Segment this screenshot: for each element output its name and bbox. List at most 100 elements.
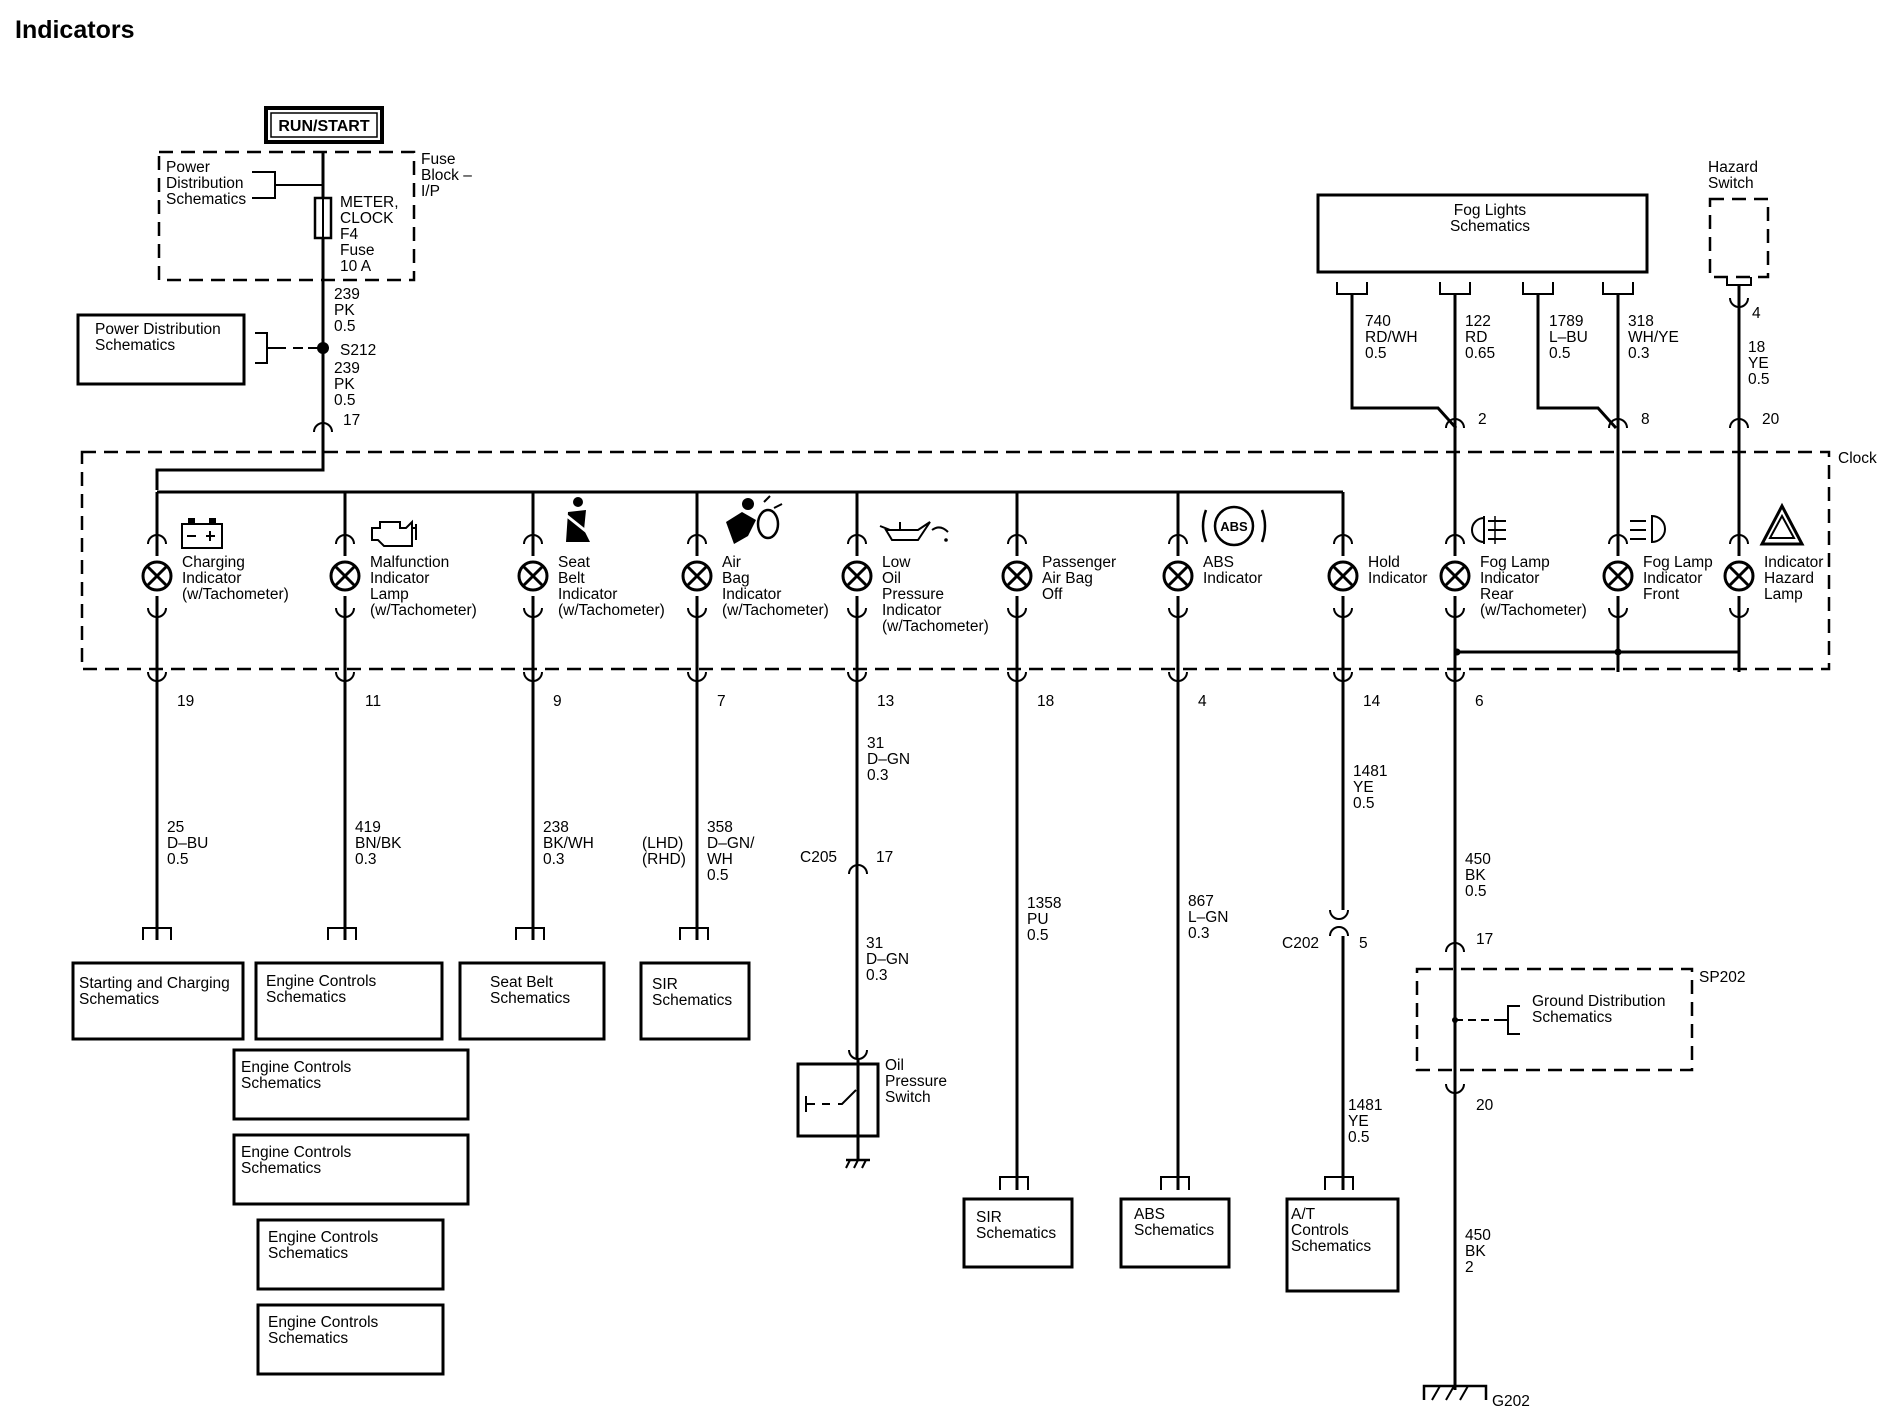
indicator-lamp — [681, 492, 713, 672]
svg-text:318: 318 — [1628, 313, 1654, 330]
svg-text:450: 450 — [1465, 851, 1491, 868]
abs-icon: ABS — [1201, 505, 1267, 547]
svg-text:Power: Power — [166, 159, 210, 176]
svg-text:Schematics: Schematics — [1134, 1222, 1214, 1239]
svg-text:Schematics: Schematics — [976, 1225, 1056, 1242]
ground-wire-lower: 450 BK 2 — [1465, 1227, 1491, 1276]
svg-text:PK: PK — [334, 302, 355, 319]
svg-text:0.5: 0.5 — [1549, 345, 1571, 362]
engine-controls-schematics-box-3: Engine Controls Schematics — [232, 1133, 470, 1206]
wire-label: D–GN — [867, 751, 910, 768]
indicator-label: Bag — [722, 570, 750, 587]
starting-charging-schematics-box: Starting and Charging Schematics — [71, 927, 245, 1041]
indicator-lamp — [1723, 428, 1755, 672]
wire-label: 1358 — [1027, 895, 1061, 912]
indicator-lamp — [841, 492, 873, 672]
svg-text:Schematics: Schematics — [166, 191, 246, 208]
wire-side-label: (LHD) — [642, 835, 683, 852]
svg-text:1481: 1481 — [1348, 1097, 1382, 1114]
wire-side-label: (RHD) — [642, 851, 686, 868]
indicator-label: Lamp — [370, 586, 409, 603]
top-pin: 2 — [1478, 411, 1487, 428]
svg-text:BK: BK — [1465, 1243, 1486, 1260]
rear-fog-icon — [1471, 516, 1506, 544]
wire-label: 358 — [707, 819, 733, 836]
indicator-label: Belt — [558, 570, 585, 587]
clock-label: Clock — [1838, 450, 1877, 467]
hazard-switch-label: Hazard Switch — [1708, 159, 1758, 192]
indicator-label: (w/Tachometer) — [722, 602, 829, 619]
page-title: Indicators — [15, 16, 134, 44]
indicator-label: Indicator — [1643, 570, 1702, 587]
c205-wire-lower: 31 D–GN 0.3 — [866, 935, 909, 984]
svg-text:Schematics: Schematics — [95, 337, 175, 354]
svg-text:Block –: Block – — [421, 167, 472, 184]
indicator-label: Hazard — [1764, 570, 1814, 587]
wire-label: 0.5 — [1027, 927, 1049, 944]
fog-wire-1789: 1789 L–BU 0.5 — [1549, 313, 1588, 362]
svg-text:Schematics: Schematics — [1450, 218, 1530, 235]
svg-text:Fuse: Fuse — [340, 242, 374, 259]
wire-label: D–GN/ — [707, 835, 755, 852]
svg-text:0.5: 0.5 — [1365, 345, 1387, 362]
indicator-label: Indicator — [182, 570, 241, 587]
svg-text:0.5: 0.5 — [334, 392, 356, 409]
indicator-channel: LowOilPressureIndicator(w/Tachometer)133… — [841, 492, 989, 1058]
svg-text:1789: 1789 — [1549, 313, 1583, 330]
svg-text:0.3: 0.3 — [866, 967, 888, 984]
svg-text:BK: BK — [1465, 867, 1486, 884]
clock-pin: 18 — [1037, 693, 1054, 710]
indicator-label: Seat — [558, 554, 591, 571]
clock-pin: 14 — [1363, 693, 1381, 710]
svg-text:Engine Controls: Engine Controls — [268, 1314, 379, 1331]
svg-text:Hazard: Hazard — [1708, 159, 1758, 176]
svg-text:Engine Controls: Engine Controls — [266, 973, 377, 990]
svg-text:METER,: METER, — [340, 194, 399, 211]
run-start-label: RUN/START — [278, 118, 369, 135]
indicator-channel: MalfunctionIndicatorLamp(w/Tachometer)11… — [329, 492, 477, 940]
svg-text:PK: PK — [334, 376, 355, 393]
indicator-label: Indicator — [1480, 570, 1539, 587]
svg-text:Starting and Charging: Starting and Charging — [79, 975, 230, 992]
svg-text:450: 450 — [1465, 1227, 1491, 1244]
sir-schematics-box: SIR Schematics — [639, 927, 751, 1041]
svg-text:RD: RD — [1465, 329, 1487, 346]
svg-text:D–GN: D–GN — [866, 951, 909, 968]
c202-wire-lower: 1481 YE 0.5 — [1348, 1097, 1382, 1146]
clock-top-pin: 17 — [343, 412, 360, 429]
svg-text:Engine Controls: Engine Controls — [268, 1229, 379, 1246]
hazard-switch-box — [1708, 197, 1770, 279]
svg-text:CLOCK: CLOCK — [340, 210, 394, 227]
svg-text:31: 31 — [866, 935, 883, 952]
clock-outline — [80, 450, 1831, 671]
indicator-label: Indicator — [1764, 554, 1823, 571]
c205-pin: 17 — [876, 849, 893, 866]
ground-wire-upper: 450 BK 0.5 — [1465, 851, 1491, 900]
fog-wire-740: 740 RD/WH 0.5 — [1365, 313, 1418, 362]
wire-label: 25 — [167, 819, 184, 836]
svg-text:239: 239 — [334, 360, 360, 377]
wire-label: 0.5 — [707, 867, 729, 884]
power-distribution-label: Power Distribution — [95, 321, 221, 338]
wire-label: PU — [1027, 911, 1049, 928]
svg-text:10 A: 10 A — [340, 258, 372, 275]
engine-controls-schematics-box-5: Engine Controls Schematics — [256, 1303, 445, 1376]
wire-label: 0.3 — [867, 767, 889, 784]
engine-controls-schematics-box-2: Engine Controls Schematics — [232, 1048, 470, 1121]
clock-pin: 11 — [365, 693, 381, 710]
svg-text:122: 122 — [1465, 313, 1491, 330]
indicator-label: (w/Tachometer) — [370, 602, 477, 619]
indicator-label: Indicator — [1203, 570, 1262, 587]
indicator-label: Low — [882, 554, 911, 571]
fuse-block-label: Fuse Block – I/P — [421, 151, 472, 200]
wire-label: 31 — [867, 735, 884, 752]
indicator-label: Fog Lamp — [1643, 554, 1713, 571]
indicator-label: Indicator — [558, 586, 617, 603]
svg-text:Oil: Oil — [885, 1057, 904, 1074]
wire-label: BK/WH — [543, 835, 594, 852]
indicator-channel: AirBagIndicator(w/Tachometer)7358D–GN/WH… — [642, 492, 829, 940]
clock-pin: 9 — [553, 693, 562, 710]
